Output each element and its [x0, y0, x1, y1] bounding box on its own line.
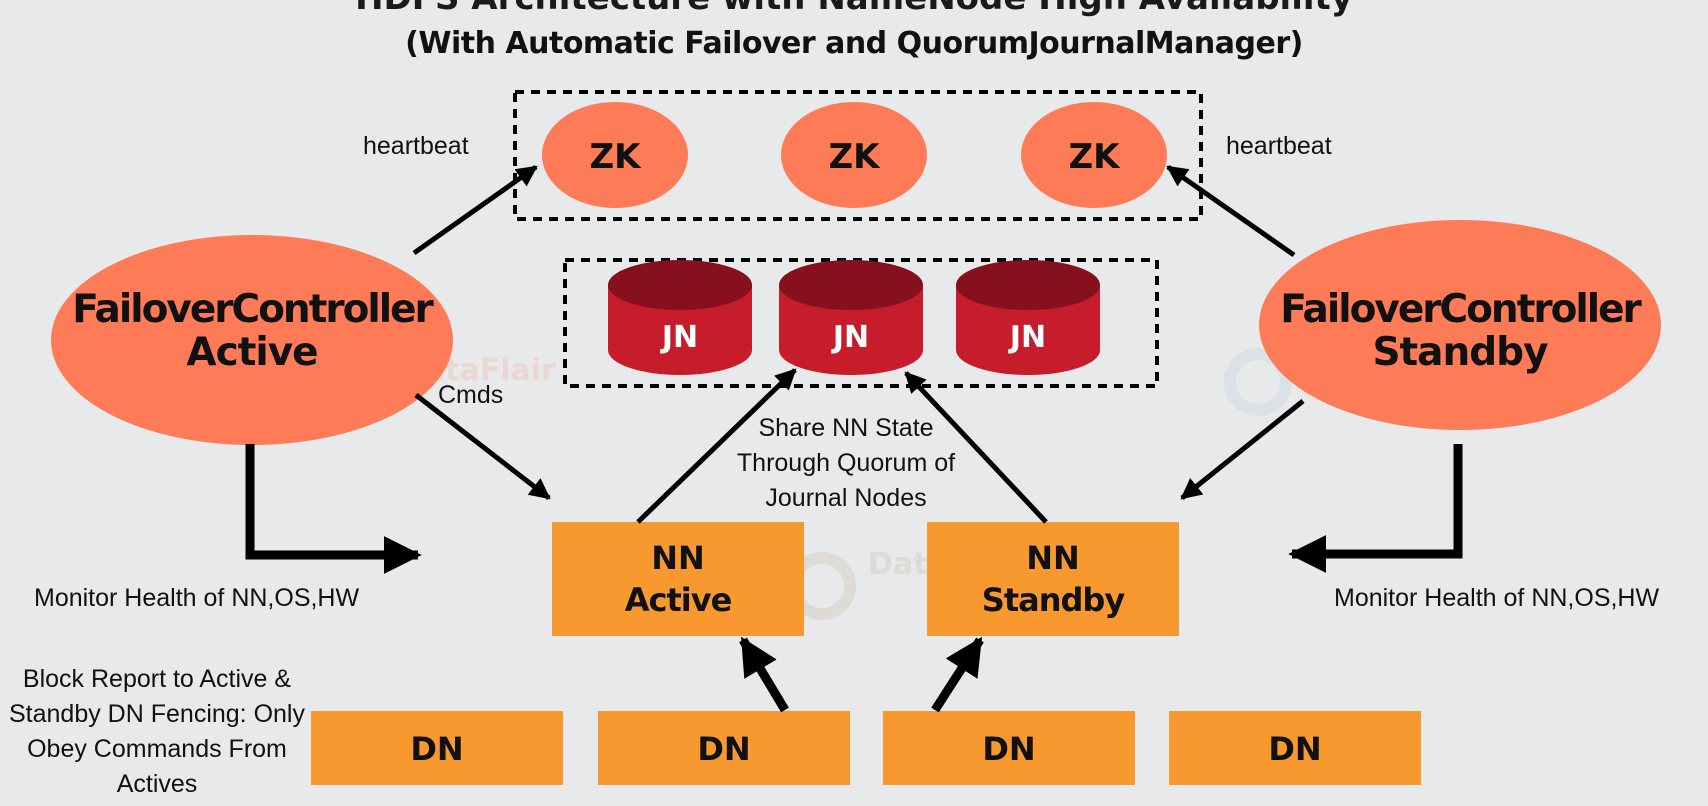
controller-standby-line1: FailoverController	[1280, 287, 1642, 332]
label-block-report-line1: Block Report to Active &	[23, 665, 292, 693]
diagram-subtitle: (With Automatic Failover and QuorumJourn…	[405, 26, 1303, 61]
arrow-cmds-active	[414, 393, 551, 500]
datanode: DN	[311, 711, 563, 785]
jn-node: JN	[608, 260, 752, 375]
label-monitor-left: Monitor Health of NN,OS,HW	[34, 584, 359, 612]
label-share-state-line2: Through Quorum of	[737, 449, 955, 477]
namenode-standby: NN Standby	[927, 522, 1179, 636]
arrow-heartbeat-standby	[1166, 164, 1296, 258]
label-share-state-line3: Journal Nodes	[765, 484, 926, 512]
arrow-dn-to-nn-standby	[931, 636, 984, 713]
datanode: DN	[598, 711, 850, 785]
jn-node: JN	[779, 260, 923, 375]
datanode-label: DN	[1268, 730, 1321, 768]
zk-label: ZK	[1069, 137, 1122, 177]
jn-node: JN	[956, 260, 1100, 375]
arrow-dn-to-nn-active	[739, 636, 789, 713]
zk-node: ZK	[781, 102, 927, 208]
arrow-monitor-active	[245, 444, 422, 574]
namenode-standby-line1: NN	[1026, 539, 1080, 577]
arrow-monitor-standby	[1288, 444, 1463, 573]
label-monitor-right: Monitor Health of NN,OS,HW	[1334, 584, 1659, 612]
zk-label: ZK	[829, 137, 882, 177]
label-block-report-line3: Obey Commands From	[27, 735, 287, 763]
label-heartbeat-right: heartbeat	[1226, 132, 1332, 160]
namenode-standby-line2: Standby	[982, 581, 1126, 619]
controller-standby-line2: Standby	[1372, 330, 1548, 375]
failover-controller-standby: FailoverController Standby	[1259, 220, 1661, 430]
datanode-label: DN	[410, 730, 463, 768]
zk-node: ZK	[542, 102, 688, 208]
arrow-cmds-standby	[1180, 399, 1305, 500]
label-cmds: Cmds	[438, 381, 503, 409]
zk-node: ZK	[1021, 102, 1167, 208]
datanode: DN	[1169, 711, 1421, 785]
datanode-label: DN	[697, 730, 750, 768]
controller-active-line1: FailoverController	[72, 287, 434, 332]
jn-label: JN	[660, 320, 698, 355]
datanode-label: DN	[982, 730, 1035, 768]
arrow-nn-standby-to-jn	[904, 371, 1048, 524]
jn-label: JN	[1008, 320, 1046, 355]
controller-active-line2: Active	[186, 330, 317, 375]
namenode-active: NN Active	[552, 522, 804, 636]
journal-quorum-box	[563, 258, 1159, 388]
label-share-state-line1: Share NN State	[758, 414, 933, 442]
label-block-report-line4: Actives	[117, 770, 198, 798]
arrow-heartbeat-active	[412, 164, 538, 256]
arrow-nn-active-to-jn	[636, 368, 797, 524]
diagram-title: HDFS Architecture with NameNode High Ava…	[0, 0, 1708, 18]
label-heartbeat-left: heartbeat	[363, 132, 469, 160]
jn-label: JN	[831, 320, 869, 355]
zookeeper-ensemble-box	[513, 90, 1203, 221]
failover-controller-active: FailoverController Active	[51, 235, 453, 445]
namenode-active-line1: NN	[651, 539, 705, 577]
zk-label: ZK	[590, 137, 643, 177]
label-block-report-line2: Standby DN Fencing: Only	[9, 700, 305, 728]
datanode: DN	[883, 711, 1135, 785]
namenode-active-line2: Active	[625, 581, 732, 619]
